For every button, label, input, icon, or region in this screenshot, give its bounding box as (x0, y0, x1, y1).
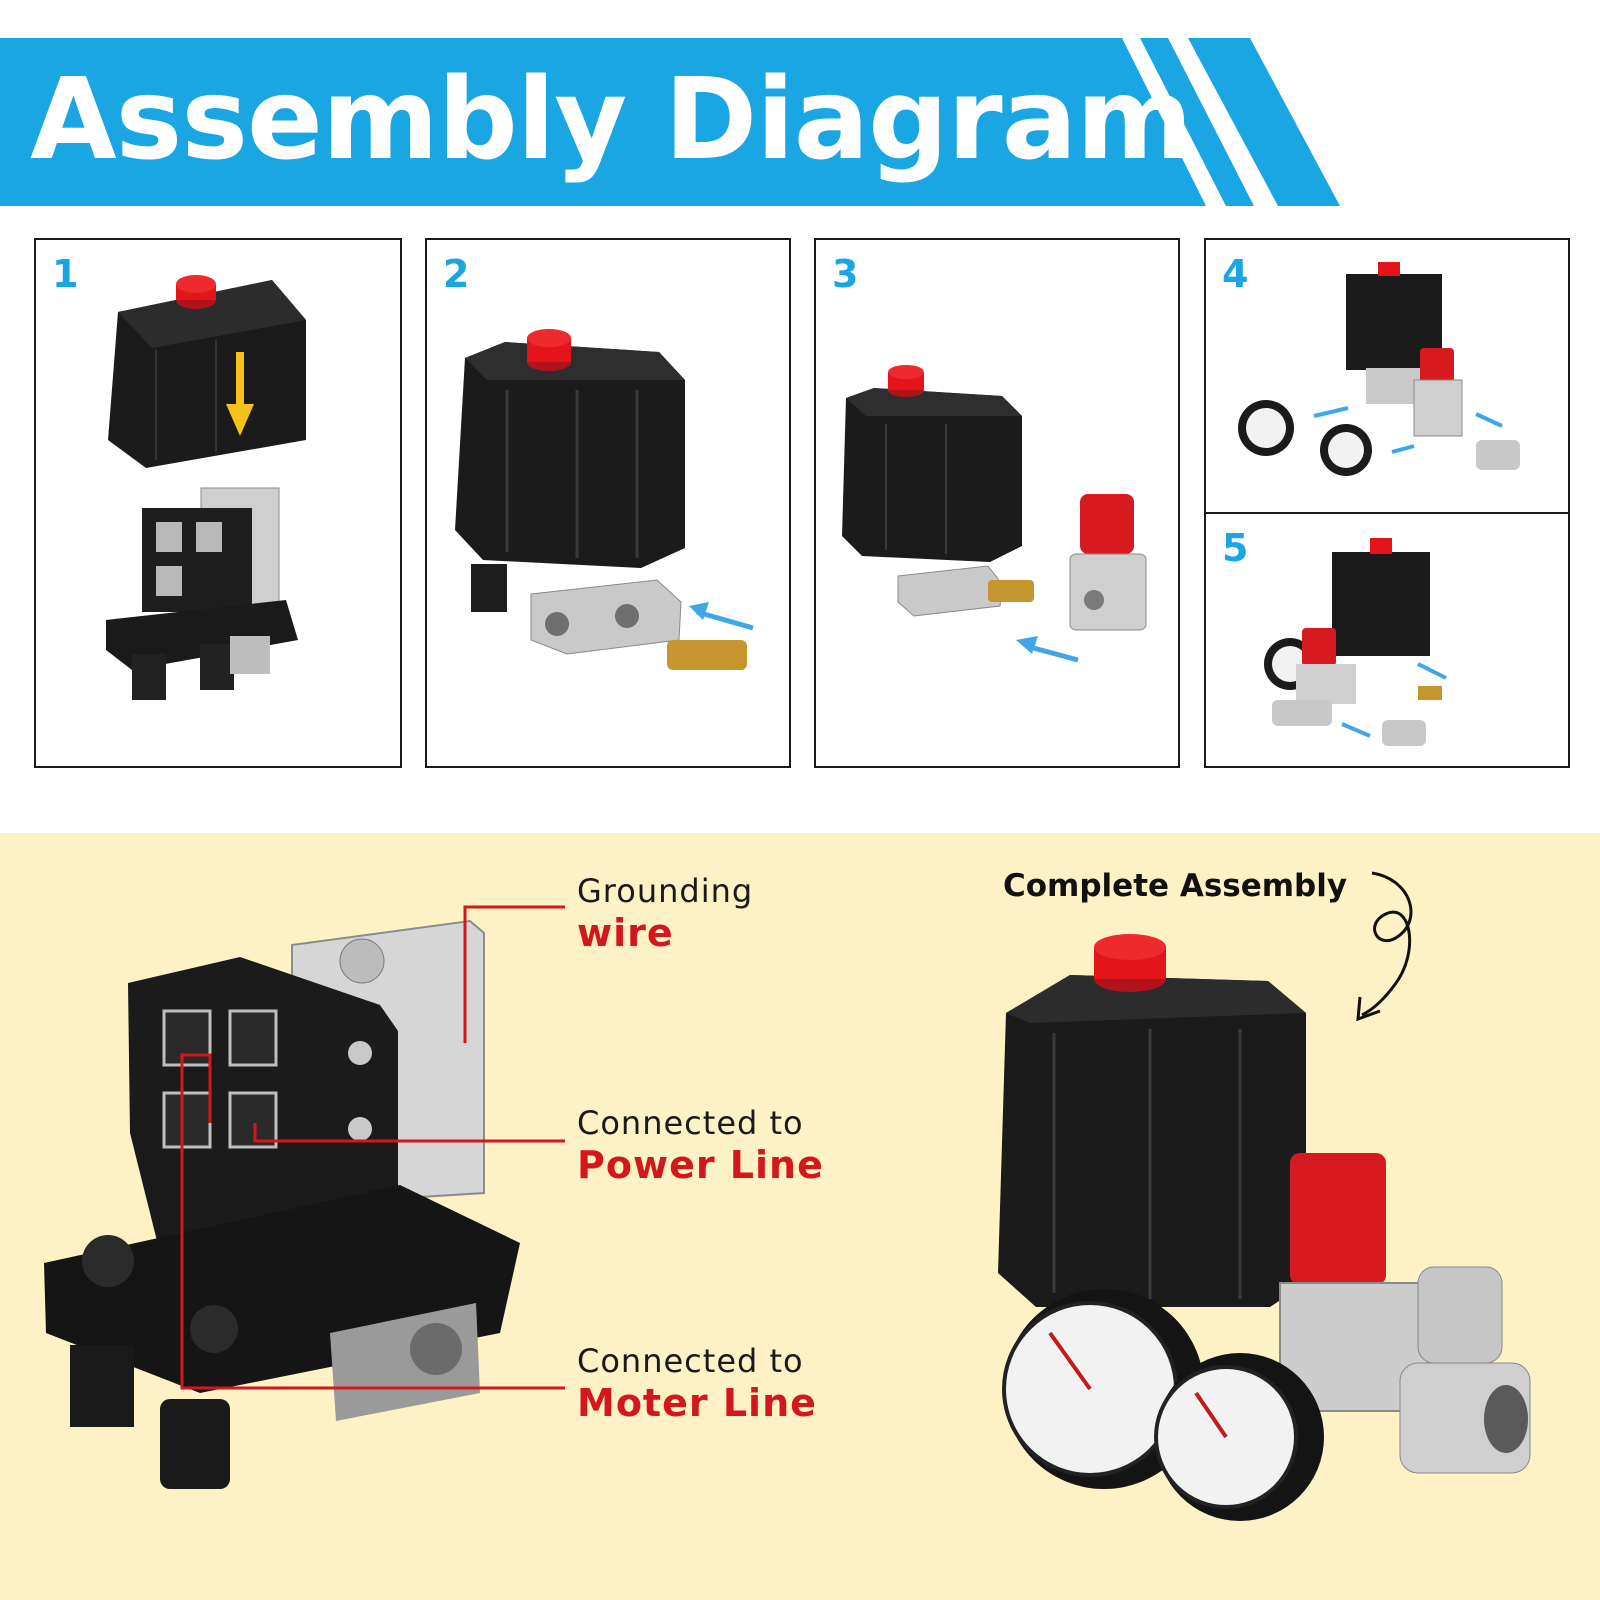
callout-motor-line2: Moter Line (577, 1381, 817, 1425)
arrow-down-icon (226, 352, 254, 436)
callout-grounding-line1: Grounding (577, 872, 754, 910)
step-number: 2 (443, 252, 470, 296)
pressure-switch-open (44, 919, 520, 1489)
complete-assembly (998, 934, 1531, 1521)
callout-power-line1: Connected to (577, 1104, 804, 1142)
arrow-icon (689, 602, 754, 631)
step-panel-2: 2 (425, 238, 791, 768)
callout-motor-line1: Connected to (577, 1342, 804, 1380)
callout-power-line: Connected to Power Line (577, 1103, 824, 1187)
callout-grounding-line2: wire (577, 911, 674, 955)
step-3-illustration (842, 365, 1147, 663)
callout-grounding-wire: Grounding wire (577, 871, 753, 955)
callout-motor-line: Connected to Moter Line (577, 1341, 817, 1425)
banner-shape (0, 38, 1340, 206)
callout-lines (180, 905, 565, 1390)
step-panel-4: 4 (1204, 238, 1570, 514)
page-title: Assembly Diagram (30, 55, 1193, 185)
step-panel-5: 5 (1204, 512, 1570, 768)
step-number: 4 (1222, 252, 1249, 296)
curly-arrow-icon (1356, 871, 1413, 1022)
detail-illustration (44, 871, 1531, 1521)
detail-section: Grounding wire Connected to Power Line C… (0, 833, 1600, 1600)
step-panel-1: 1 (34, 238, 402, 768)
arrow-icon (1016, 636, 1079, 663)
step-4-illustration (1238, 262, 1520, 476)
step-panel-3: 3 (814, 238, 1180, 768)
step-5-illustration (1264, 538, 1447, 746)
step-number: 5 (1222, 526, 1249, 570)
callout-power-line2: Power Line (577, 1143, 824, 1187)
complete-assembly-label: Complete Assembly (1003, 868, 1348, 904)
title-banner: Assembly Diagram (0, 38, 1600, 206)
step-1-illustration (106, 275, 306, 700)
step-number: 3 (832, 252, 859, 296)
step-number: 1 (52, 252, 79, 296)
step-2-illustration (455, 329, 754, 670)
